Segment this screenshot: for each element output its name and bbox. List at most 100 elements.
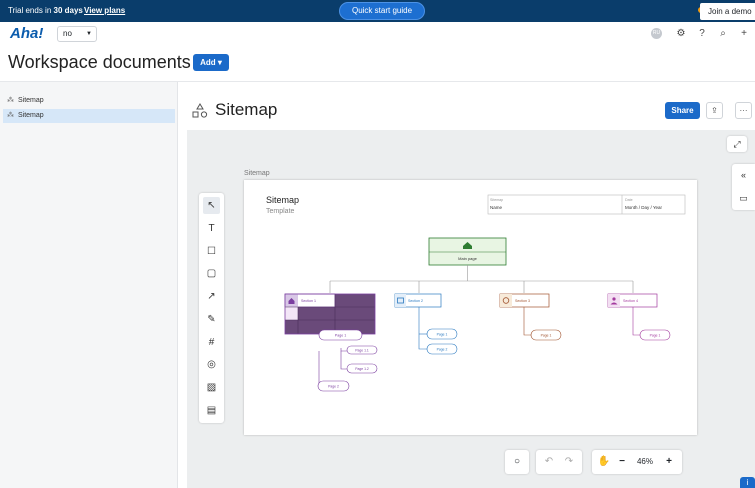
template-icon[interactable]: ▤: [206, 405, 217, 416]
workspace-select-value: no: [63, 29, 72, 38]
zoom-out-icon[interactable]: −: [619, 456, 625, 467]
section-3-connector: [523, 307, 531, 336]
export-icon[interactable]: ⇪: [706, 102, 723, 119]
sitemap-frame[interactable]: Sitemap Template Sitemap Name Date Month…: [244, 180, 697, 435]
sitemap-subtitle: Template: [266, 208, 295, 215]
sitemap-diagram: Sitemap Template Sitemap Name Date Month…: [266, 194, 686, 392]
section-1-page-2[interactable]: [317, 380, 350, 392]
section-2-label: Section 2: [408, 299, 423, 303]
present-icon[interactable]: ▭: [739, 193, 748, 203]
frame-tool-icon[interactable]: #: [208, 337, 215, 348]
sidebar-item-sitemap-folder[interactable]: ⁂ Sitemap: [3, 94, 175, 108]
section-3-label: Section 3: [515, 299, 530, 303]
arrow-tool-icon[interactable]: ↗: [207, 291, 216, 302]
section-1-page-1[interactable]: [318, 329, 363, 341]
section-4-connector: [632, 307, 640, 336]
palette-icon[interactable]: ◎: [207, 359, 216, 370]
home-icon: [463, 242, 472, 249]
page-label: Page 1: [335, 334, 346, 338]
whiteboard-canvas[interactable]: ⤢ « ▭ ↖ T ☐ ▢ ↗ ✎ # ◎ ▨ ▤ Sitemap Sitema…: [187, 130, 755, 488]
main-connectors: [329, 265, 634, 293]
field-sitemap-label: Sitemap: [490, 198, 503, 202]
section-2-page-1[interactable]: [426, 328, 458, 340]
field-date-label: Date: [625, 198, 633, 202]
sidebar-item-label: Sitemap: [18, 97, 44, 104]
trial-text: Trial ends in 30 days: [8, 6, 83, 15]
redo-icon[interactable]: ↷: [564, 456, 574, 467]
section-1-page-1-1[interactable]: [346, 345, 378, 355]
field-date-value[interactable]: Month / Day / Year: [625, 205, 663, 210]
page-label: Page 1: [650, 334, 661, 338]
document-main: Sitemap Share ⇪ ··· ⤢ « ▭ ↖ T ☐ ▢ ↗ ✎ # …: [179, 82, 755, 488]
pen-tool-icon[interactable]: ✎: [207, 314, 216, 325]
rectangle-tool-icon[interactable]: ☐: [207, 246, 216, 257]
workspace-select[interactable]: no ▼: [57, 26, 97, 42]
expand-icon[interactable]: ⤢: [727, 136, 747, 152]
quick-start-button[interactable]: Quick start guide: [339, 2, 425, 20]
section-3-page-1[interactable]: [530, 329, 562, 341]
join-demo-button[interactable]: Join a demo: [700, 3, 755, 20]
hand-tool-icon[interactable]: ✋: [597, 456, 611, 467]
gear-icon[interactable]: ⚙: [676, 28, 686, 39]
plus-icon[interactable]: +: [741, 28, 747, 39]
aha-logo[interactable]: Aha!: [10, 25, 44, 42]
sidebar-item-label: Sitemap: [18, 112, 44, 119]
section-1-label: Section 1: [301, 299, 316, 303]
sitemap-icon: [192, 103, 208, 119]
avatar[interactable]: RU: [651, 28, 662, 39]
sitemap-icon: ⁂: [7, 97, 14, 104]
side-panel: « ▭: [732, 164, 755, 210]
help-icon[interactable]: ?: [699, 28, 705, 39]
collapse-panel-icon[interactable]: «: [740, 170, 746, 180]
section-4-icon-body: [610, 302, 618, 305]
section-2-icon: [397, 297, 404, 304]
section-4-icon: [612, 297, 616, 301]
add-button[interactable]: Add ▾: [193, 54, 229, 71]
sticky-note-icon[interactable]: ▢: [206, 268, 217, 279]
view-plans-link[interactable]: View plans: [84, 6, 126, 15]
frame-label: Sitemap: [244, 170, 270, 177]
documents-sidebar: ⁂ Sitemap ⁂ Sitemap: [0, 82, 178, 488]
section-2-page-2[interactable]: [426, 343, 458, 355]
sidebar-item-sitemap[interactable]: ⁂ Sitemap: [3, 109, 175, 123]
section-4-label: Section 4: [623, 299, 638, 303]
section-3-icon-box: [500, 294, 512, 307]
add-button-label: Add: [200, 58, 216, 67]
chevron-down-icon: ▼: [86, 31, 92, 37]
more-icon[interactable]: ···: [735, 102, 752, 119]
text-tool-icon[interactable]: T: [208, 223, 215, 234]
comment-button[interactable]: ○: [505, 450, 529, 474]
zoom-in-icon[interactable]: +: [666, 456, 672, 467]
caret-down-icon: ▾: [217, 58, 222, 67]
section-2-icon-box: [395, 294, 406, 307]
section-1-page-1-2[interactable]: [346, 363, 378, 374]
page-label: Page 2: [328, 385, 339, 389]
page-label: Page 1.1: [355, 349, 369, 353]
image-tool-icon[interactable]: ▨: [206, 382, 217, 393]
page-label: Page 1: [437, 333, 448, 337]
info-icon[interactable]: i: [740, 477, 755, 488]
trial-banner: Trial ends in 30 days View plans Quick s…: [0, 0, 755, 22]
page-header: Workspace documents Add ▾: [0, 46, 755, 82]
drawing-toolbar: ↖ T ☐ ▢ ↗ ✎ # ◎ ▨ ▤: [199, 193, 224, 423]
section-1-grid-lines: [285, 294, 375, 334]
section-2-connectors: [418, 307, 427, 350]
zoom-level: 46%: [636, 457, 653, 466]
select-tool-icon[interactable]: ↖: [203, 197, 220, 214]
zoom-controls: ✋ − 46% +: [592, 450, 682, 474]
comment-icon: ○: [513, 456, 521, 467]
field-sitemap-value[interactable]: Name: [490, 205, 503, 210]
sitemap-title: Sitemap: [266, 195, 299, 205]
sitemap-icon: ⁂: [7, 112, 14, 119]
undo-icon[interactable]: ↶: [544, 456, 554, 467]
share-button[interactable]: Share: [665, 102, 700, 119]
undo-redo-group: ↶ ↷: [536, 450, 582, 474]
top-nav: Aha! no ▼ RU ⚙ ? ⌕ +: [0, 22, 755, 46]
page-title: Workspace documents: [8, 52, 191, 72]
section-1-cell: [285, 307, 298, 320]
section-4-page-1[interactable]: [639, 329, 671, 341]
page-label: Page 1.2: [355, 367, 369, 371]
home-icon: [288, 298, 295, 304]
search-icon[interactable]: ⌕: [720, 28, 726, 39]
document-title: Sitemap: [215, 100, 278, 119]
